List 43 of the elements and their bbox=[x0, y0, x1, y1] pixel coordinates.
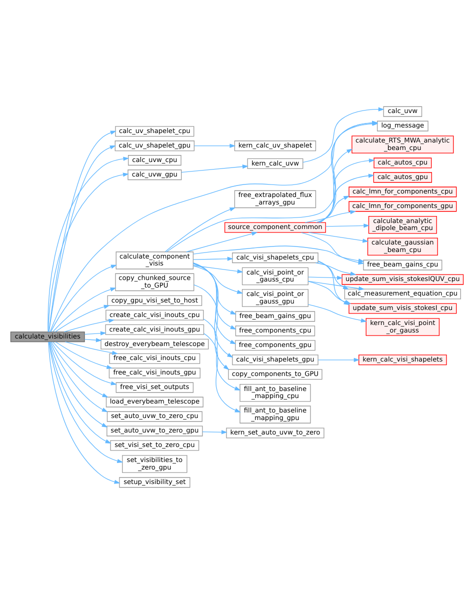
arrow bbox=[308, 280, 352, 304]
arrow bbox=[50, 264, 117, 332]
arrow bbox=[308, 276, 343, 280]
arrow bbox=[325, 224, 370, 228]
arrow bbox=[48, 342, 124, 463]
arrow bbox=[49, 342, 108, 428]
arrow bbox=[64, 341, 118, 355]
arrow bbox=[50, 342, 108, 398]
arrow bbox=[84, 338, 102, 342]
arrow bbox=[203, 318, 241, 390]
arrow bbox=[193, 262, 234, 358]
arrow bbox=[315, 262, 356, 276]
arrow bbox=[304, 210, 356, 223]
arrow bbox=[48, 342, 112, 444]
arrow bbox=[193, 256, 234, 261]
arrow bbox=[164, 207, 236, 252]
arrow bbox=[318, 358, 360, 362]
arrow bbox=[55, 342, 113, 369]
arrow bbox=[316, 196, 350, 223]
arrow bbox=[193, 265, 244, 274]
arrow bbox=[64, 318, 115, 332]
arrow bbox=[192, 264, 236, 315]
arrow bbox=[320, 148, 353, 223]
arrow bbox=[55, 304, 110, 332]
arrow bbox=[186, 232, 258, 252]
arrow bbox=[318, 158, 375, 223]
arrow bbox=[318, 174, 374, 223]
arrow bbox=[308, 304, 367, 322]
arrow bbox=[194, 144, 236, 148]
arrow bbox=[193, 263, 236, 330]
arrow bbox=[50, 342, 108, 412]
arrow bbox=[302, 107, 384, 163]
arrow bbox=[181, 164, 248, 173]
arrow bbox=[48, 342, 120, 484]
arrow bbox=[52, 288, 116, 332]
arrow bbox=[194, 284, 230, 370]
arrow bbox=[52, 342, 117, 386]
arrow bbox=[192, 266, 244, 294]
arrow bbox=[192, 262, 236, 344]
arrow bbox=[84, 331, 106, 336]
arrow bbox=[202, 430, 228, 434]
arrow bbox=[308, 232, 369, 243]
arrow bbox=[204, 333, 241, 412]
